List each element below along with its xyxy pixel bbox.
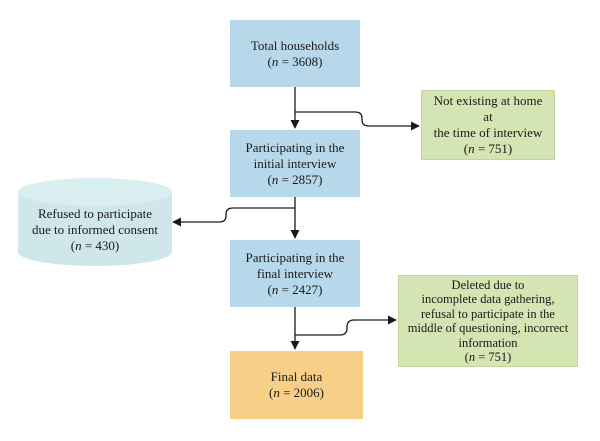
count-equals: = bbox=[475, 350, 489, 364]
count-variable: n bbox=[468, 350, 476, 364]
node-label-line: final interview bbox=[256, 265, 334, 281]
node-label-line: the time of interview bbox=[433, 125, 543, 140]
node-count: (n = 751) bbox=[463, 141, 513, 156]
count-equals: = bbox=[278, 281, 293, 297]
node-count: (n = 2006) bbox=[268, 385, 325, 400]
node-count: (n = 3608) bbox=[267, 53, 323, 69]
count-value: 2857 bbox=[292, 171, 319, 187]
count-variable: n bbox=[468, 141, 475, 156]
node-label-line: incomplete data gathering, bbox=[421, 292, 555, 306]
count-variable: n bbox=[271, 281, 279, 297]
node-count: (n = 751) bbox=[464, 350, 512, 364]
node-label-line: Total households bbox=[250, 37, 340, 53]
count-value: 751 bbox=[488, 350, 508, 364]
refused-cylinder-shape bbox=[18, 178, 172, 266]
count-variable: n bbox=[271, 53, 279, 69]
arrow-final-interview-to-deleted bbox=[295, 315, 397, 336]
count-value: 2006 bbox=[293, 385, 320, 400]
count-value: 3608 bbox=[292, 53, 319, 69]
node-label-line: Deleted due to bbox=[451, 277, 525, 292]
node-label-line: refusal to participate in the bbox=[421, 306, 555, 321]
node-final-data: Final data(n = 2006) bbox=[230, 351, 363, 419]
count-value: 430 bbox=[95, 238, 115, 253]
count-variable: n bbox=[273, 385, 280, 400]
count-variable: n bbox=[75, 238, 82, 253]
count-equals: = bbox=[279, 385, 294, 400]
count-value: 2427 bbox=[292, 281, 319, 297]
node-label-line: Participating in the bbox=[245, 139, 345, 155]
node-label-line: Participating in the bbox=[245, 249, 345, 265]
count-equals: = bbox=[278, 171, 293, 187]
node-count: (n = 2427) bbox=[267, 281, 323, 297]
node-label-line: Not existing at home at bbox=[433, 93, 543, 124]
node-count: (n = 430) bbox=[70, 238, 120, 253]
node-label-line: Refused to participate bbox=[37, 206, 153, 221]
arrow-initial-to-refused bbox=[172, 207, 295, 227]
node-total-households: Total households(n = 3608) bbox=[230, 20, 360, 87]
node-label-line: Final data bbox=[270, 369, 323, 384]
count-equals: = bbox=[278, 53, 293, 69]
count-equals: = bbox=[474, 141, 489, 156]
count-equals: = bbox=[81, 238, 96, 253]
arrow-total-to-not-at-home bbox=[295, 111, 420, 131]
node-label-line: middle of questioning, incorrect bbox=[407, 321, 569, 335]
node-label-line: information bbox=[458, 335, 518, 350]
count-value: 751 bbox=[488, 141, 508, 156]
node-count: (n = 2857) bbox=[267, 171, 323, 187]
node-label-line: due to informed consent bbox=[32, 222, 158, 237]
node-label-line: initial interview bbox=[253, 155, 337, 171]
count-variable: n bbox=[271, 171, 279, 187]
